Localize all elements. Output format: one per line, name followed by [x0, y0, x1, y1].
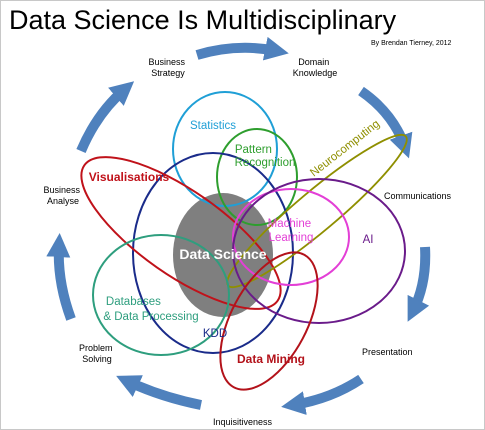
cycle-arrow-bottom-left [116, 375, 202, 410]
cycle-arrows [46, 36, 431, 415]
label-data-mining: Data Mining [237, 352, 305, 366]
pattern-recognition-circle [216, 128, 298, 226]
visualisations-ellipse [80, 156, 282, 310]
machine-learning-ellipse [232, 188, 350, 286]
outer-labels: Business Strategy Domain Knowledge Commu… [43, 57, 451, 427]
label-machine-learning: Machine Learning [268, 218, 315, 244]
label-communications: Communications [384, 191, 452, 201]
label-pattern-recognition: Pattern Recognition [235, 144, 296, 169]
label-business-strategy: Business Strategy [148, 57, 187, 78]
diagram-title: Data Science Is Multidisciplinary [9, 5, 397, 35]
label-neurocomputing: Neurocomputing [308, 118, 382, 179]
ai-ellipse [232, 178, 406, 324]
label-business-analyse: Business Analyse [43, 185, 82, 206]
label-ai: AI [363, 234, 374, 246]
label-kdd: KDD [203, 328, 227, 340]
cycle-arrow-left-top [76, 81, 135, 153]
databases-ellipse [92, 234, 230, 356]
cycle-arrow-right [407, 246, 431, 322]
label-problem-solving: Problem Solving [79, 343, 115, 364]
label-statistics: Statistics [190, 120, 236, 132]
label-databases: Databases & Data Processing [103, 296, 198, 323]
label-inquisitiveness: Inquisitiveness [213, 417, 273, 427]
label-visualisations: Visualisations [89, 170, 170, 184]
byline: By Brendan Tierney, 2012 [371, 40, 452, 47]
discipline-shapes [80, 91, 408, 391]
label-domain-knowledge: Domain Knowledge [293, 57, 338, 78]
cycle-arrow-left [46, 233, 76, 321]
label-presentation: Presentation [362, 347, 413, 357]
cycle-arrow-bottom-right [281, 374, 364, 415]
label-data-science: Data Science [179, 246, 266, 262]
cycle-arrow-top [195, 36, 289, 61]
cycle-arrow-right-top [358, 86, 413, 159]
data-mining-ellipse [219, 251, 319, 391]
